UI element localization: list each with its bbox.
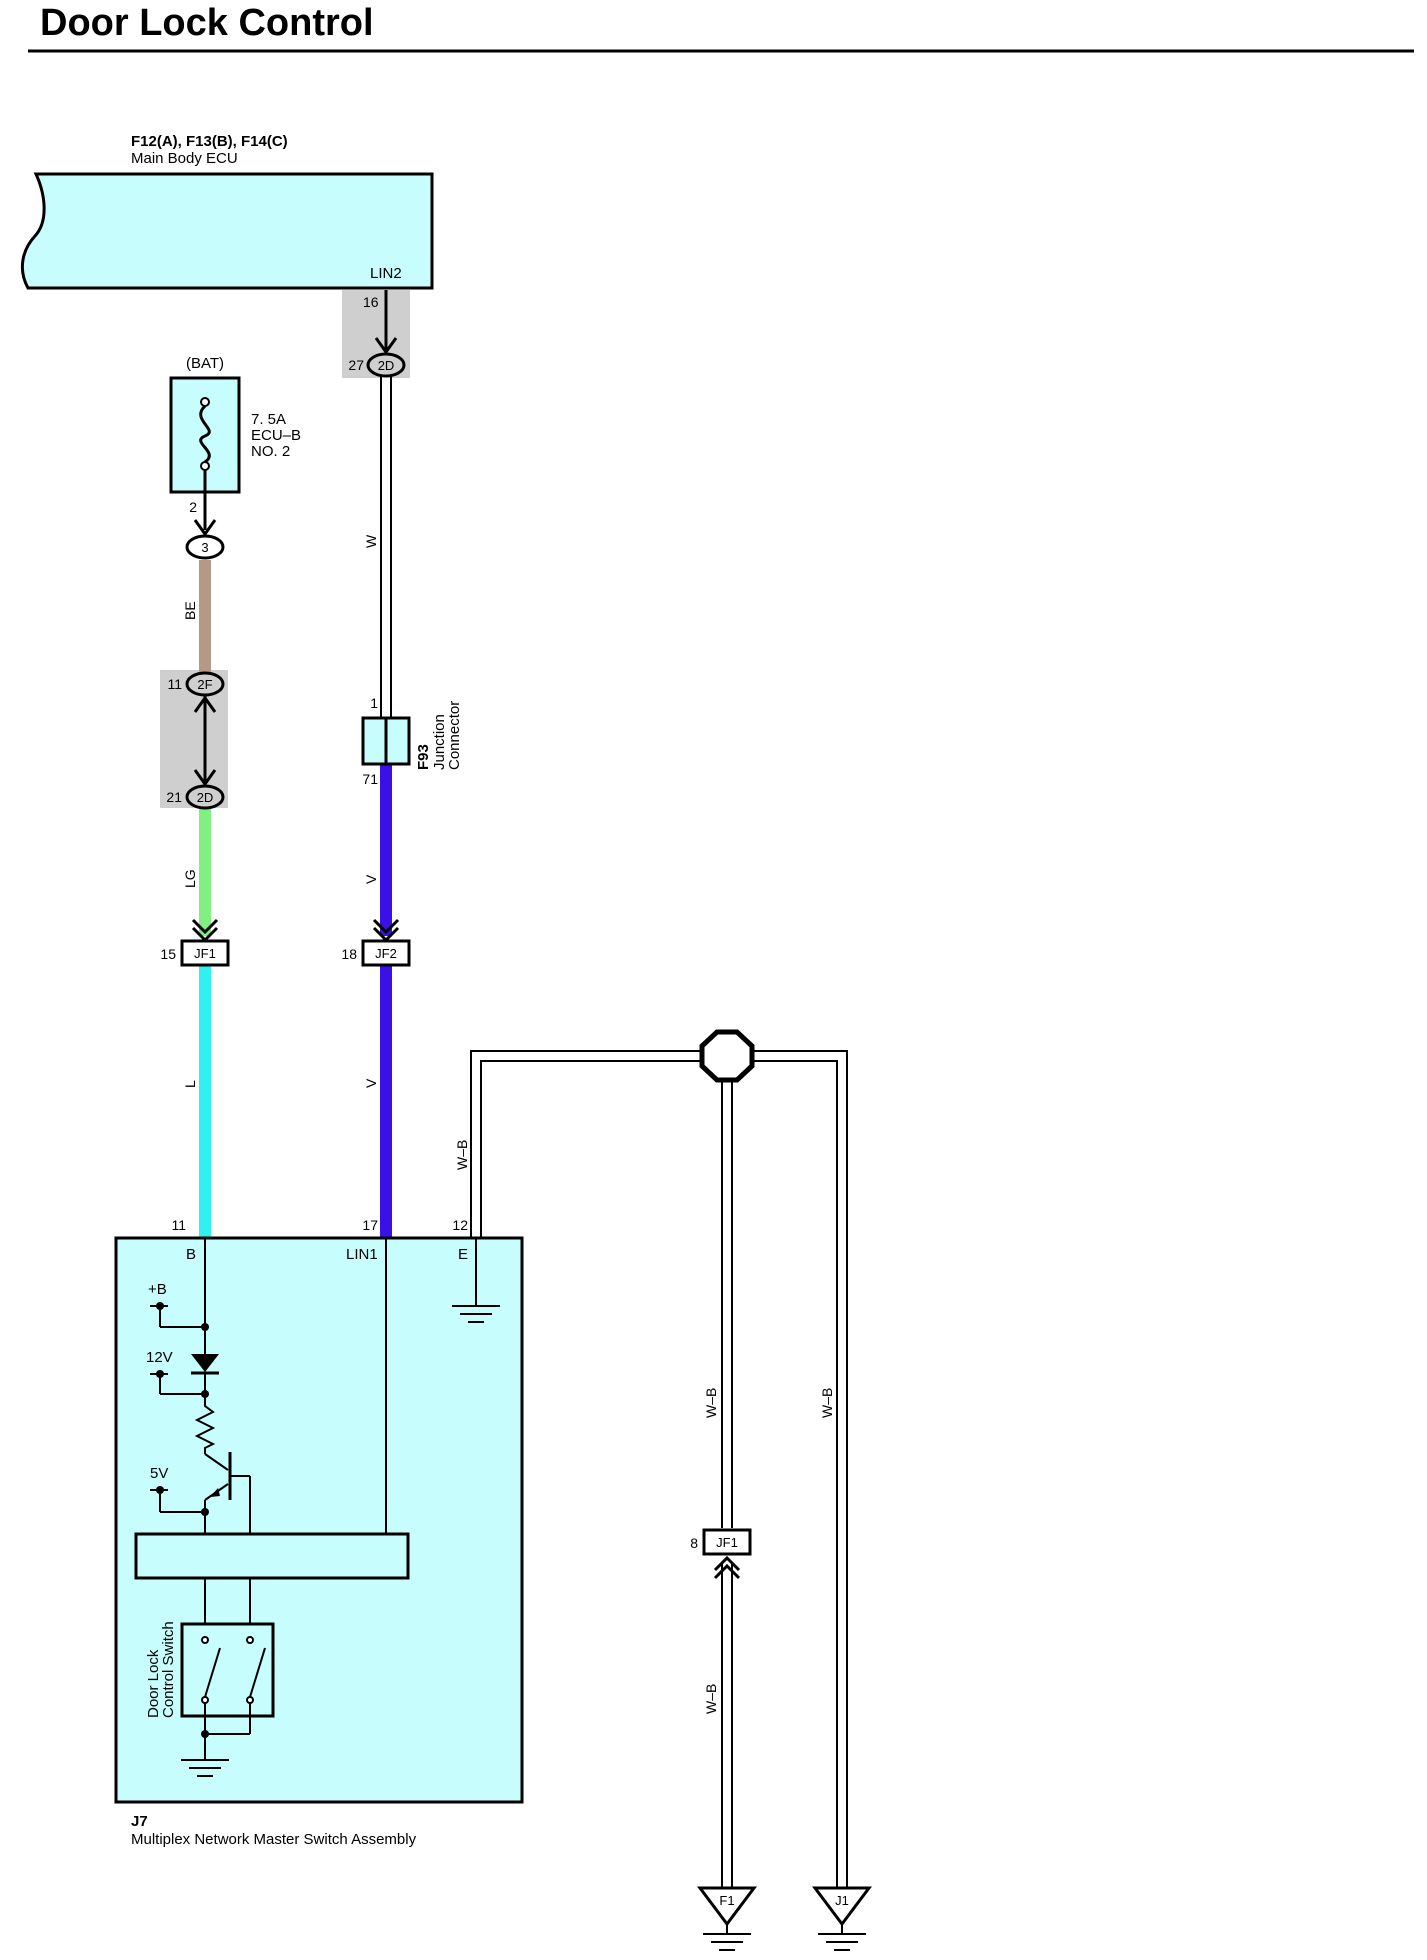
ecu-name: Main Body ECU xyxy=(131,150,238,167)
wire-label-wb-d: W–B xyxy=(703,1684,719,1714)
connector-2d-mid: 2D 21 xyxy=(166,769,225,810)
wire-label-wb-a: W–B xyxy=(454,1140,470,1170)
j7-5v: 5V xyxy=(150,1465,168,1482)
wire-label-w: W xyxy=(363,534,379,548)
j7-12v: 12V xyxy=(146,1349,173,1366)
connector-2d-mid-label: 2D xyxy=(197,790,214,805)
pin-11-j7: 11 xyxy=(171,1217,186,1233)
j7-pin-lin1: LIN1 xyxy=(346,1246,378,1263)
pin-11-2f: 11 xyxy=(167,676,182,692)
pin-8: 8 xyxy=(690,1535,698,1551)
ground-symbol-switch xyxy=(181,1759,229,1777)
connector-2f-label: 2F xyxy=(197,677,212,692)
pin-12: 12 xyxy=(452,1217,468,1233)
transistor-icon xyxy=(204,1452,251,1534)
pin-21: 21 xyxy=(166,789,182,805)
fuse-name: ECU–B xyxy=(251,427,301,444)
wire-label-wb-b: W–B xyxy=(703,1388,719,1418)
ecu-connector-ids: F12(A), F13(B), F14(C) xyxy=(131,133,288,150)
jf1-left-label: JF1 xyxy=(194,946,216,961)
ground-j1-label: J1 xyxy=(835,1893,849,1908)
pin-1: 1 xyxy=(370,695,378,711)
wire-label-v-low: V xyxy=(363,1078,379,1088)
connector-2d-top-label: 2D xyxy=(378,358,395,373)
page-title: Door Lock Control xyxy=(40,2,374,44)
door-lock-control-switch xyxy=(180,1622,275,1760)
connector-3: 3 2 xyxy=(185,499,225,560)
master-switch-assembly: 11 17 12 B LIN1 E +B 12V xyxy=(114,1217,524,1848)
pin-17: 17 xyxy=(362,1217,378,1233)
wire-label-v-mid: V xyxy=(363,874,379,884)
pin-2: 2 xyxy=(189,499,197,515)
wire-label-lg: LG xyxy=(182,869,198,888)
fuse-source: (BAT) xyxy=(186,355,224,372)
main-body-ecu: F12(A), F13(B), F14(C) Main Body ECU LIN… xyxy=(20,133,434,290)
ground-f1-label: F1 xyxy=(719,1893,734,1908)
j7-id: J7 xyxy=(131,1813,148,1830)
ground-splice-point xyxy=(699,1029,755,1083)
wire-label-l: L xyxy=(182,1080,198,1088)
fuse-rating: 7. 5A xyxy=(251,411,286,428)
f93-name-1: Junction xyxy=(431,714,448,770)
fuse-ecu-b: (BAT) 7. 5A ECU–B NO. 2 xyxy=(169,355,301,494)
jf2-label: JF2 xyxy=(375,946,397,961)
pin-15: 15 xyxy=(160,946,176,962)
connector-2f: 2F 11 xyxy=(167,671,225,713)
switch-label-2: Control Switch xyxy=(160,1621,177,1718)
resistor-icon xyxy=(194,1400,216,1454)
ground-symbol-e xyxy=(452,1305,500,1323)
jf1-right-label: JF1 xyxy=(716,1535,738,1550)
ground-point-j1: J1 xyxy=(812,1886,872,1951)
pin-71: 71 xyxy=(362,771,378,787)
wire-label-be: BE xyxy=(182,601,198,620)
f93-name-2: Connector xyxy=(446,701,463,770)
pin-16: 16 xyxy=(363,294,379,310)
switch-label-1: Door Lock xyxy=(145,1649,162,1718)
pin-18: 18 xyxy=(341,946,357,962)
connector-3-label: 3 xyxy=(201,540,208,555)
f93-id: F93 xyxy=(415,744,432,770)
j7-pin-e: E xyxy=(458,1246,468,1263)
fuse-number: NO. 2 xyxy=(251,443,290,460)
wire-wb-ground-loop xyxy=(470,1050,848,1888)
ecu-box xyxy=(20,172,434,290)
connector-jf2: JF2 18 xyxy=(341,918,411,967)
j7-name: Multiplex Network Master Switch Assembly xyxy=(131,1831,417,1848)
ecu-pin-lin2: LIN2 xyxy=(370,265,402,282)
control-ic xyxy=(134,1532,410,1580)
j7-plus-b: +B xyxy=(148,1281,167,1298)
connector-2d-top: 2D 16 27 xyxy=(348,294,406,378)
junction-connector-f93: 1 71 F93 Junction Connector xyxy=(361,695,463,787)
j7-pin-b: B xyxy=(186,1246,196,1263)
connector-jf1-left: JF1 15 xyxy=(160,918,230,967)
ground-point-f1: F1 xyxy=(697,1886,757,1951)
pin-27: 27 xyxy=(348,357,364,373)
connector-jf1-right: JF1 8 xyxy=(690,1528,752,1580)
wire-label-wb-c: W–B xyxy=(819,1388,835,1418)
